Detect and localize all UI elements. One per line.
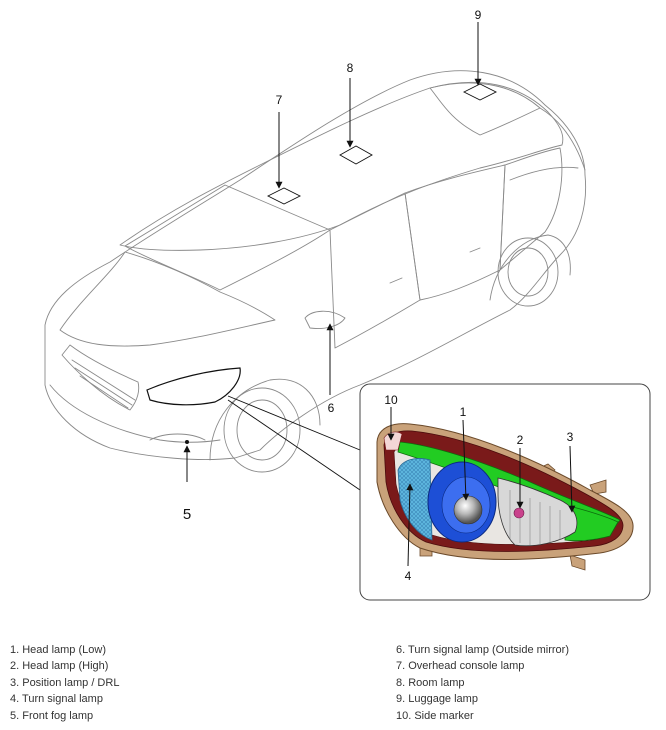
callout-7: 7 xyxy=(276,93,283,107)
callout-4: 4 xyxy=(405,569,412,583)
legend-item: 7. Overhead console lamp xyxy=(396,660,525,673)
legend-item: 6. Turn signal lamp (Outside mirror) xyxy=(396,644,569,656)
interior-lamp-markers xyxy=(266,83,498,205)
callout-5: 5 xyxy=(183,506,191,523)
legend-item: 1. Head lamp (Low) xyxy=(10,644,106,656)
legend-item: 9. Luggage lamp xyxy=(396,693,478,706)
headlamp-outline-on-car xyxy=(146,367,241,406)
callout-3: 3 xyxy=(567,430,574,444)
callout-8: 8 xyxy=(347,61,354,75)
inset-leader-lines xyxy=(227,395,361,491)
legend-right-column: 6. Turn signal lamp (Outside mirror) 7. … xyxy=(396,642,569,724)
headlamp-detail xyxy=(376,423,634,571)
legend-item: 10. Side marker xyxy=(396,709,474,722)
callout-9: 9 xyxy=(475,8,482,22)
car-outline xyxy=(44,70,587,473)
legend-item: 4. Turn signal lamp xyxy=(10,693,103,706)
lamp-location-diagram: 5 6 7 8 9 1 xyxy=(44,8,651,601)
legend-item: 2. Head lamp (High) xyxy=(10,660,109,673)
callout-10: 10 xyxy=(384,393,398,407)
callout-2: 2 xyxy=(517,433,524,447)
callout-1: 1 xyxy=(460,405,467,419)
callout-6: 6 xyxy=(328,401,335,415)
legend-item: 5. Front fog lamp xyxy=(10,709,94,722)
legend-item: 8. Room lamp xyxy=(396,676,465,689)
legend-item: 3. Position lamp / DRL xyxy=(10,676,120,689)
inset-callout-arrows xyxy=(387,407,576,567)
car-callout-arrows xyxy=(183,22,482,482)
legend-left-column: 1. Head lamp (Low) 2. Head lamp (High) 3… xyxy=(10,642,119,724)
fog-lamp-point xyxy=(185,440,189,444)
